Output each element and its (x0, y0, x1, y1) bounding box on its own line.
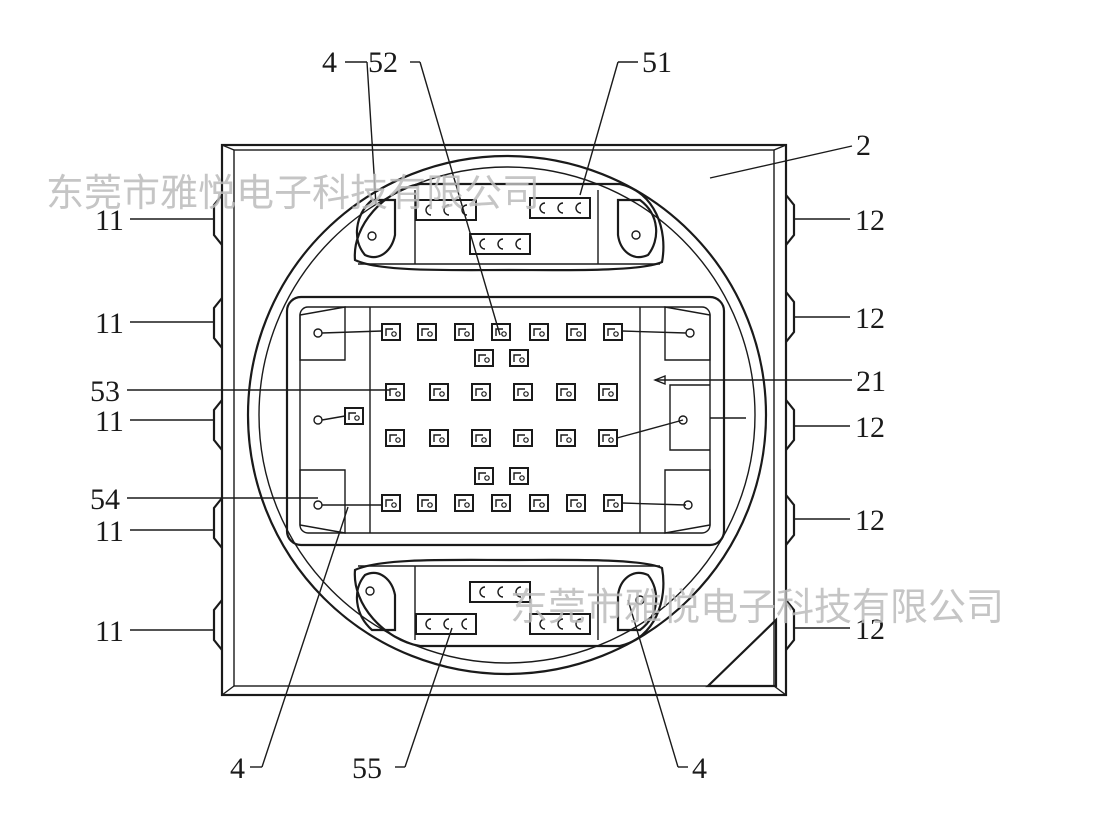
chip-top-sub-1 (509, 349, 529, 367)
label-11-e: 11 (95, 615, 124, 648)
label-11-a: 11 (95, 204, 124, 237)
label-21: 21 (856, 365, 886, 398)
label-52: 52 (368, 46, 398, 79)
bottom-electrode (353, 558, 665, 648)
label-12-a: 12 (855, 204, 885, 237)
strip-top-right (529, 197, 591, 219)
chip-array-middle (321, 383, 684, 447)
label-11-d: 11 (95, 515, 124, 548)
chip-bot-sub-0 (474, 467, 494, 485)
strip-bottom-center (469, 581, 531, 603)
leader-lines (127, 61, 853, 768)
label-54: 54 (90, 483, 120, 516)
chip-mid-lower-1 (429, 429, 449, 447)
chip-bot-6 (603, 494, 623, 512)
label-4-right: 4 (692, 752, 707, 785)
watermark-top: 东莞市雅悦电子科技有限公司 (46, 171, 540, 215)
chip-top-sub-0 (474, 349, 494, 367)
label-2: 2 (856, 129, 871, 162)
chip-top-1 (417, 323, 437, 341)
chip-mid-lower-0 (385, 429, 405, 447)
chip-bot-2 (454, 494, 474, 512)
chip-bot-1 (417, 494, 437, 512)
chip-top-3 (491, 323, 511, 341)
chip-mid-upper-4 (556, 383, 576, 401)
watermark-bottom: 东莞市雅悦电子科技有限公司 (510, 585, 1004, 629)
label-12-e: 12 (855, 613, 885, 646)
chip-top-5 (566, 323, 586, 341)
top-electrode (353, 182, 665, 272)
chip-row-top (321, 323, 687, 367)
chip-bot-5 (566, 494, 586, 512)
chip-mid-upper-5 (598, 383, 618, 401)
chip-bot-0 (381, 494, 401, 512)
right-leads (785, 194, 796, 651)
label-11-c: 11 (95, 405, 124, 438)
chip-mid-lower-5 (598, 429, 618, 447)
chip-mid-upper-1 (429, 383, 449, 401)
strip-top-left (415, 199, 477, 221)
substrate-body (220, 143, 788, 697)
part-labels: 11 11 11 11 11 12 12 12 12 12 2 21 4 52 … (90, 46, 886, 785)
strip-bottom-right (529, 613, 591, 635)
chip-mid-upper-2 (471, 383, 491, 401)
chip-row-bottom (322, 467, 687, 512)
chip-mid-lower-2 (471, 429, 491, 447)
chip-bot-4 (529, 494, 549, 512)
chip-mid-single (344, 407, 364, 425)
label-12-b: 12 (855, 302, 885, 335)
lens-ring (246, 154, 768, 676)
label-4-top: 4 (322, 46, 337, 79)
label-55: 55 (352, 752, 382, 785)
chip-mid-lower-4 (556, 429, 576, 447)
left-leads (212, 194, 223, 651)
label-12-d: 12 (855, 504, 885, 537)
strip-top-center (469, 233, 531, 255)
chip-top-6 (603, 323, 623, 341)
chip-top-2 (454, 323, 474, 341)
label-12-c: 12 (855, 411, 885, 444)
chip-top-4 (529, 323, 549, 341)
chip-bot-3 (491, 494, 511, 512)
label-11-b: 11 (95, 307, 124, 340)
label-53: 53 (90, 375, 120, 408)
label-51: 51 (642, 46, 672, 79)
chip-mid-upper-3 (513, 383, 533, 401)
electrode-chip-strips (415, 197, 591, 635)
chip-bot-sub-1 (509, 467, 529, 485)
label-4-left: 4 (230, 752, 245, 785)
chip-mid-upper-0 (385, 383, 405, 401)
strip-bottom-left (415, 613, 477, 635)
chip-mid-lower-3 (513, 429, 533, 447)
chip-top-0 (381, 323, 401, 341)
